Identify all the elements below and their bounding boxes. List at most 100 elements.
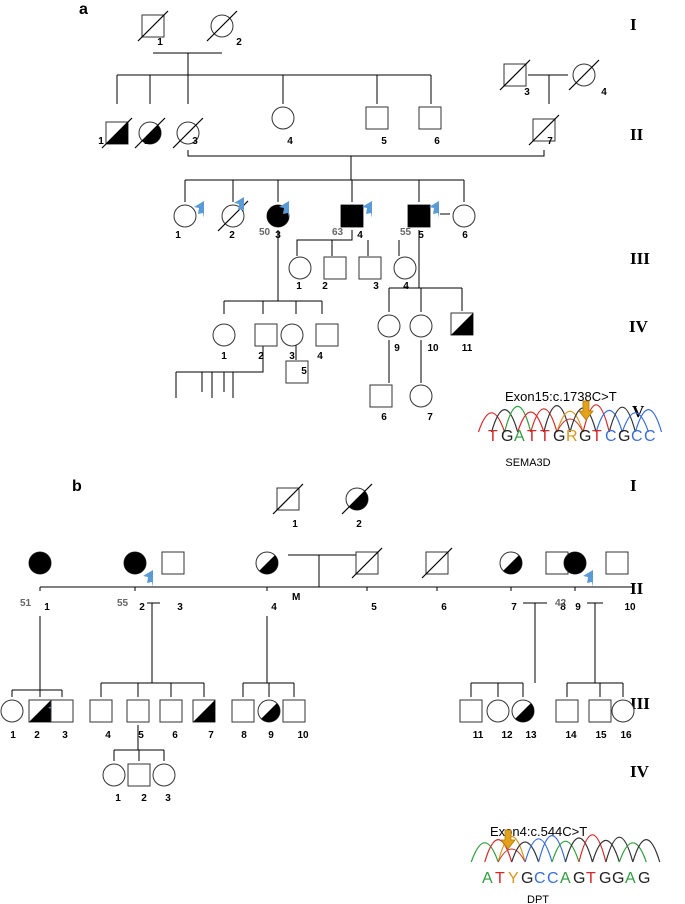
- variant-arrow-icon: [578, 400, 594, 421]
- examined-arrow-icon: [583, 570, 593, 587]
- age-label: 55: [400, 227, 412, 238]
- carrier-fill: [261, 703, 280, 722]
- gene-name: DPT: [527, 894, 549, 904]
- base-letter: C: [644, 428, 656, 445]
- trace-peak: [497, 848, 526, 863]
- trace-peak: [537, 835, 567, 863]
- individual-a-III-5: 5: [407, 204, 431, 241]
- individual-number: 1: [292, 519, 298, 530]
- individual-b-III-4: 4: [89, 699, 113, 741]
- deceased-slash: [134, 117, 166, 149]
- individual-number: 2: [34, 730, 40, 741]
- generation-label: I: [630, 476, 637, 495]
- individual-b-II-3: 3: [161, 551, 185, 613]
- individual-number: 5: [138, 730, 144, 741]
- individual-number: 2: [236, 37, 242, 48]
- male-symbol: [285, 360, 309, 384]
- male-symbol: [323, 256, 347, 280]
- age-label: 55: [117, 598, 129, 609]
- age-label: 51: [20, 598, 32, 609]
- base-letter: T: [488, 428, 498, 445]
- individual-number: 3: [165, 793, 171, 804]
- age-label: 50: [259, 227, 271, 238]
- individual-b-III-1: 1: [0, 699, 24, 741]
- individual-b-IV-1: 1: [102, 763, 126, 804]
- female-symbol: [212, 323, 236, 347]
- panel-label: a: [79, 1, 88, 18]
- individual-number: 4: [271, 602, 277, 613]
- individual-b-III-9: 9: [257, 699, 281, 741]
- base-letter: G: [501, 428, 513, 445]
- individual-number: 4: [403, 281, 409, 292]
- male-symbol: [588, 699, 612, 723]
- trace-peak: [517, 411, 545, 433]
- base-letter: C: [605, 428, 617, 445]
- trace-peak: [634, 409, 663, 433]
- individual-a-II-1: 1: [98, 117, 133, 149]
- individual-number: 2: [356, 519, 362, 530]
- examined-arrow-icon: [362, 201, 372, 218]
- trace-peak: [504, 406, 532, 433]
- individual-number: 2: [322, 281, 328, 292]
- deceased-slash: [421, 547, 453, 579]
- affected-fill: [29, 552, 51, 574]
- female-symbol: [271, 106, 295, 130]
- trace-peak: [551, 840, 580, 863]
- individual-b-III-15: 15: [588, 699, 612, 741]
- base-letter: G: [618, 428, 630, 445]
- individual-b-III-13: 13: [511, 699, 537, 741]
- individual-number: 2: [258, 351, 264, 362]
- individual-number: 10: [427, 343, 439, 354]
- individual-a-IV-11: 11: [450, 312, 474, 354]
- base-letter: G: [553, 428, 565, 445]
- individual-a-III-6: 6: [452, 204, 476, 241]
- individual-number: 6: [381, 412, 387, 423]
- carrier-fill: [515, 703, 534, 722]
- trace-peak: [632, 839, 661, 863]
- base-letter: G: [573, 870, 585, 887]
- variant-label: Exon15:c.1738C>T: [505, 389, 617, 404]
- individual-a-V-7: 7: [409, 384, 433, 423]
- variant-arrow-icon: [500, 829, 516, 850]
- carrier-fill: [349, 491, 368, 510]
- generation-label: II: [630, 125, 644, 144]
- base-letter: C: [547, 870, 559, 887]
- individual-number: 9: [268, 730, 274, 741]
- deceased-slash: [137, 10, 169, 42]
- individual-b-II-7: 7: [499, 551, 523, 613]
- panel-label: b: [72, 478, 82, 495]
- base-letter: G: [521, 870, 533, 887]
- individual-a-I-4: 4: [568, 59, 607, 98]
- affected-fill: [124, 552, 146, 574]
- individual-a-III-1: 1: [173, 204, 197, 241]
- mutation-marker: M: [292, 592, 300, 603]
- base-letter: A: [560, 870, 571, 887]
- individual-b-I-1: 1: [272, 483, 304, 530]
- deceased-slash: [499, 59, 531, 91]
- individual-b-III-16: 16: [611, 699, 635, 741]
- chromatogram: [470, 834, 661, 863]
- trace-peak: [618, 842, 647, 863]
- individual-number: 5: [301, 366, 307, 377]
- individual-number: 14: [565, 730, 577, 741]
- deceased-slash: [568, 59, 600, 91]
- base-letter: G: [579, 428, 591, 445]
- female-symbol: [280, 323, 304, 347]
- male-symbol: [89, 699, 113, 723]
- individual-number: 6: [172, 730, 178, 741]
- base-letter: C: [631, 428, 643, 445]
- individual-b-IV-3: 3: [152, 763, 176, 804]
- individual-number: 3: [62, 730, 68, 741]
- individual-number: 16: [620, 730, 632, 741]
- male-symbol: [369, 384, 393, 408]
- individual-b-III-7: 7: [192, 699, 216, 741]
- generation-label: III: [630, 249, 650, 268]
- carrier-fill: [29, 700, 51, 722]
- individual-b-III-10: 10: [282, 699, 309, 741]
- individual-a-IV-10: 10: [409, 314, 439, 354]
- individual-number: 2: [139, 602, 145, 613]
- male-symbol: [459, 699, 483, 723]
- trace-peak: [470, 842, 499, 863]
- base-letter: G: [599, 870, 611, 887]
- individual-a-V-1: 1: [212, 323, 236, 362]
